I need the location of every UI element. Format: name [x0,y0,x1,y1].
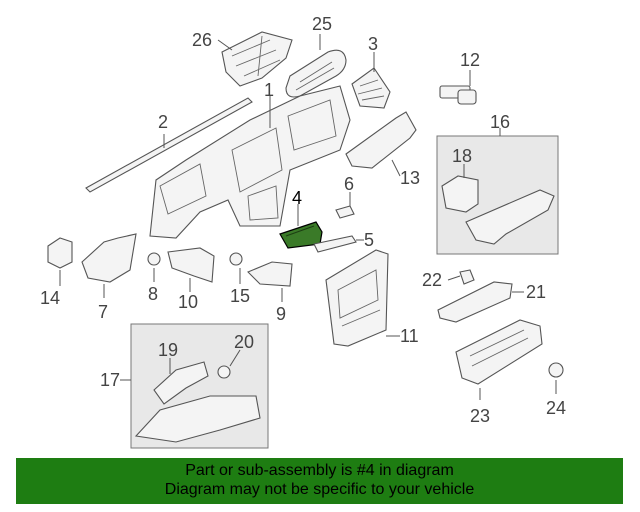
part-14-switch [47,237,73,269]
callout-23: 23 [470,406,490,426]
banner-line-2: Diagram may not be specific to your vehi… [164,481,475,498]
callout-21: 21 [526,282,546,302]
part-5-strip [313,235,357,253]
banner-line-1: Part or sub-assembly is #4 in diagram [185,462,454,479]
part-26-bracket [221,31,293,87]
part-20-knob [217,365,231,379]
part-1-instrument-panel [149,85,351,239]
info-banner: Part or sub-assembly is #4 in diagram Di… [16,458,623,504]
callout-17: 17 [100,370,120,390]
part-4-highlighted [279,221,323,249]
callout-22: 22 [422,270,442,290]
callout-15: 15 [230,286,250,306]
part-3-vent [351,67,391,109]
callout-26: 26 [192,30,212,50]
part-22-clip [459,269,475,285]
callout-2: 2 [158,112,168,132]
callout-12: 12 [460,50,480,70]
part-19-duct [153,361,209,405]
part-16-cover [465,189,555,245]
part-25-airbag [285,49,347,98]
parts-diagram: 1 2 3 4 5 6 7 8 9 10 11 12 13 14 15 16 1… [40,14,566,449]
part-9-panel [247,261,293,287]
callout-5: 5 [364,230,374,250]
callout-10: 10 [178,292,198,312]
part-2-strip [85,97,253,193]
part-12-switch [439,85,477,105]
callout-4: 4 [292,188,302,208]
part-23-glovebox [455,319,543,385]
callout-1: 1 [264,80,274,100]
callout-11: 11 [400,326,419,346]
part-21-bracket [437,281,513,323]
callout-19: 19 [158,340,178,360]
part-18-bracket [441,175,479,213]
part-6-clip [335,205,355,219]
part-13-brace [345,111,417,169]
callout-18: 18 [452,146,472,166]
callout-13: 13 [400,168,420,188]
callout-8: 8 [148,284,158,304]
callout-14: 14 [40,288,60,308]
callout-25: 25 [312,14,332,34]
part-10-panel [167,247,215,283]
callout-6: 6 [344,174,354,194]
part-11-bezel [325,249,389,347]
callout-3: 3 [368,34,378,54]
part-15-knob [229,252,243,266]
callout-7: 7 [98,302,108,322]
part-7-panel [81,233,137,283]
part-17-plate [134,395,261,443]
callout-24: 24 [546,398,566,418]
callout-20: 20 [234,332,254,352]
callout-16: 16 [490,112,510,132]
leader-lines [59,34,557,400]
callout-9: 9 [276,304,286,324]
part-8-knob [147,252,161,266]
part-24-knob [548,362,564,378]
